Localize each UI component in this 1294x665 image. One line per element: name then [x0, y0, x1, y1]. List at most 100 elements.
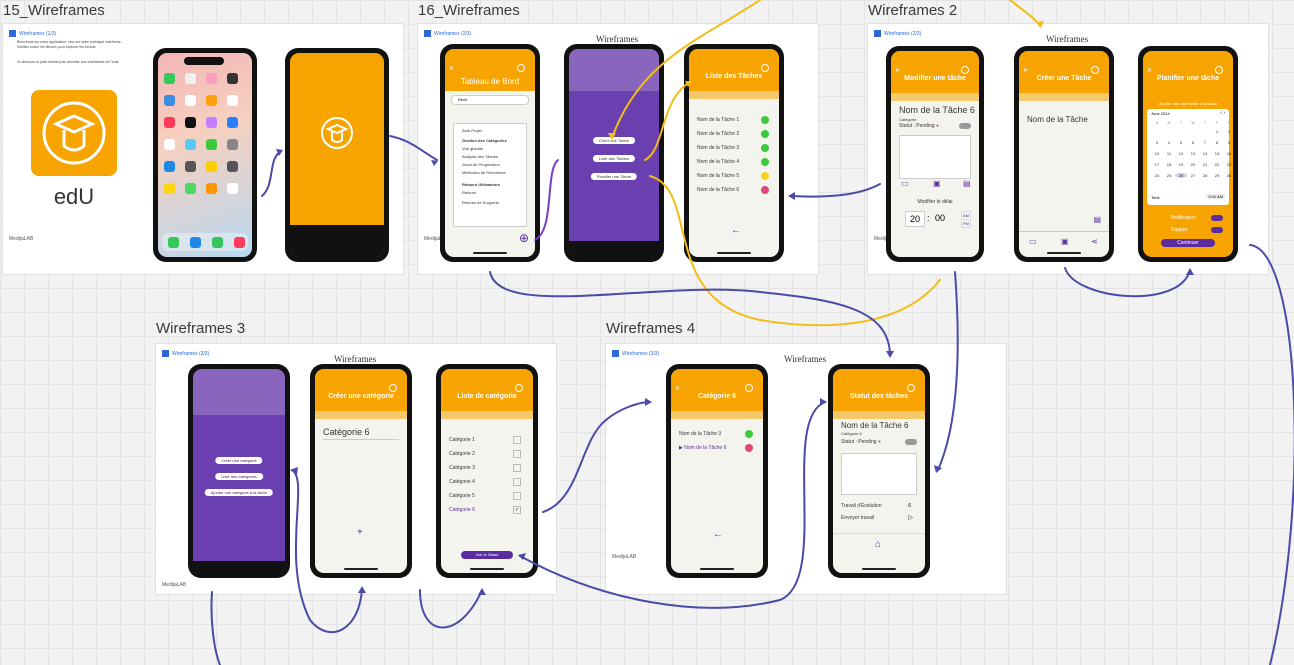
close-icon[interactable]: ✕: [1023, 68, 1029, 74]
category-name-input[interactable]: Catégorie 6: [323, 427, 399, 440]
calendar-day[interactable]: 7: [1203, 140, 1207, 145]
close-icon[interactable]: ✕: [895, 68, 901, 74]
phone-plan-task[interactable]: ✕ Planifier une tâche Ajouter une date l…: [1138, 46, 1238, 262]
app-icon[interactable]: [164, 73, 175, 84]
calendar-day[interactable]: 28: [1202, 173, 1208, 178]
arrow-left-icon[interactable]: ←: [731, 225, 741, 236]
category-checkbox[interactable]: [513, 450, 521, 458]
calendar-day[interactable]: 26: [1175, 173, 1187, 178]
phone-homescreen[interactable]: [153, 48, 257, 262]
calendar-nav-icon[interactable]: ‹ ›: [1220, 110, 1225, 116]
search-input[interactable]: Rech: [451, 95, 529, 105]
app-icon[interactable]: [206, 183, 217, 194]
category-checkbox[interactable]: ✓: [513, 506, 521, 514]
frame-title-15[interactable]: 15_Wireframes: [3, 2, 105, 19]
save-icon[interactable]: ▤: [1093, 215, 1101, 224]
create-task-button[interactable]: Créer une Tâche: [593, 137, 635, 144]
app-icon[interactable]: [206, 117, 217, 128]
avatar-icon[interactable]: [389, 384, 397, 392]
home-icon[interactable]: ⌂: [875, 539, 882, 550]
send-icon[interactable]: ▷: [908, 515, 913, 521]
hour-input[interactable]: 20: [905, 211, 925, 227]
avatar-icon[interactable]: [961, 66, 969, 74]
phone-edit-task[interactable]: ✕ Modifier une tâche Nom de la Tâche 6 C…: [886, 46, 984, 262]
category-checkbox[interactable]: [513, 464, 521, 472]
calendar-day[interactable]: 22: [1214, 162, 1220, 167]
phone-task-menu[interactable]: Créer une Tâche Liste des Tâches Planifi…: [564, 44, 664, 262]
reminder-toggle[interactable]: [1211, 227, 1223, 233]
category-row[interactable]: Catégorie 4: [449, 479, 475, 485]
status-toggle[interactable]: [905, 439, 917, 445]
menu-item[interactable]: Retours: [462, 190, 477, 195]
phone-task-status[interactable]: Statut des tâches Nom de la Tâche 6 Caté…: [828, 364, 930, 578]
frame-w2[interactable]: Wireframes (2/3) Wireframes MedijaLAB ✕ …: [868, 24, 1268, 274]
time-value[interactable]: 9:41 AM: [1206, 194, 1225, 199]
avatar-icon[interactable]: [761, 64, 769, 72]
calendar-day[interactable]: 23: [1226, 162, 1232, 167]
frame-15[interactable]: Wireframes (1/3) Bienvenue sur notre app…: [3, 24, 403, 274]
description-textarea[interactable]: [899, 135, 971, 179]
app-icon[interactable]: [185, 95, 196, 106]
menu-section[interactable]: Aide-Projet: [462, 128, 482, 133]
arrow-left-icon[interactable]: ←: [713, 529, 723, 540]
calendar-day[interactable]: 1: [1215, 129, 1219, 134]
status-toggle[interactable]: [959, 123, 971, 129]
app-icon[interactable]: [206, 139, 217, 150]
app-icon[interactable]: [164, 117, 175, 128]
phone-dashboard[interactable]: ✕ Tableau de Bord Rech Aide-Projet Gesti…: [440, 44, 540, 262]
app-icon[interactable]: [185, 73, 196, 84]
app-icon[interactable]: [164, 183, 175, 194]
category-list-button[interactable]: Liste des catégories: [215, 473, 263, 480]
menu-item[interactable]: Vue globale: [462, 146, 483, 151]
calendar-day[interactable]: 5: [1179, 140, 1183, 145]
menu-item[interactable]: Jours de Progression: [462, 162, 500, 167]
category-row[interactable]: Catégorie 3: [449, 465, 475, 471]
calendar-day[interactable]: 30: [1226, 173, 1232, 178]
task-row[interactable]: Nom de la Tâche 3: [679, 431, 722, 437]
task-name-input[interactable]: Nom de la Tâche: [1027, 115, 1088, 124]
frame-title-w2[interactable]: Wireframes 2: [868, 2, 958, 19]
app-icon[interactable]: [227, 73, 238, 84]
app-icon[interactable]: [164, 95, 175, 106]
app-icon[interactable]: [227, 139, 238, 150]
task-row[interactable]: Nom de la Tâche 5: [697, 173, 740, 179]
calendar-month[interactable]: June 2024: [1151, 111, 1170, 116]
image-icon[interactable]: ▣: [933, 179, 941, 188]
app-icon[interactable]: [164, 139, 175, 150]
calendar-day[interactable]: 4: [1167, 140, 1171, 145]
calendar-day[interactable]: 3: [1155, 140, 1159, 145]
category-checkbox[interactable]: [513, 492, 521, 500]
phone-create-task[interactable]: ✕ Créer une Tâche Nom de la Tâche ▤ ▭ ▣ …: [1014, 46, 1114, 262]
view-status-button[interactable]: Voir le Statut: [461, 551, 513, 559]
task-row[interactable]: Nom de la Tâche 3: [697, 145, 740, 151]
pm-toggle[interactable]: PM: [961, 219, 971, 228]
menu-item[interactable]: Retours de Supports: [462, 200, 499, 205]
calendar-day[interactable]: 13: [1190, 151, 1196, 156]
category-row[interactable]: Catégorie 1: [449, 437, 475, 443]
phone-category-detail[interactable]: ✕ Catégorie 6 Nom de la Tâche 3 ▶ Nom de…: [666, 364, 768, 578]
calendar-day[interactable]: 11: [1166, 151, 1172, 156]
calendar-day[interactable]: 19: [1178, 162, 1184, 167]
app-icon[interactable]: [206, 95, 217, 106]
frame-title-16[interactable]: 16_Wireframes: [418, 2, 520, 19]
phone-category-menu[interactable]: Créer une catégorie Liste des catégories…: [188, 364, 290, 578]
add-circle-icon[interactable]: ⊕: [518, 231, 529, 245]
phone-app-icon[interactable]: [168, 237, 179, 248]
create-category-button[interactable]: Créer une catégorie: [215, 457, 263, 464]
category-row[interactable]: Catégorie 5: [449, 493, 475, 499]
frame-title-w3[interactable]: Wireframes 3: [156, 320, 246, 337]
phone-create-category[interactable]: Créer une catégorie Catégorie 6 +: [310, 364, 412, 578]
app-icon[interactable]: [185, 117, 196, 128]
app-icon[interactable]: [206, 161, 217, 172]
calendar-day[interactable]: 14: [1202, 151, 1208, 156]
app-icon[interactable]: [227, 95, 238, 106]
continue-button[interactable]: Continuer: [1161, 239, 1215, 247]
avatar-icon[interactable]: [1091, 66, 1099, 74]
save-icon[interactable]: ▤: [963, 179, 971, 188]
task-row[interactable]: Nom de la Tâche 1: [697, 117, 740, 123]
notification-toggle[interactable]: [1211, 215, 1223, 221]
plan-task-button[interactable]: Planifier une Tâche: [590, 173, 638, 180]
calendar-day[interactable]: 16: [1226, 151, 1232, 156]
video-icon[interactable]: ▭: [901, 179, 909, 188]
